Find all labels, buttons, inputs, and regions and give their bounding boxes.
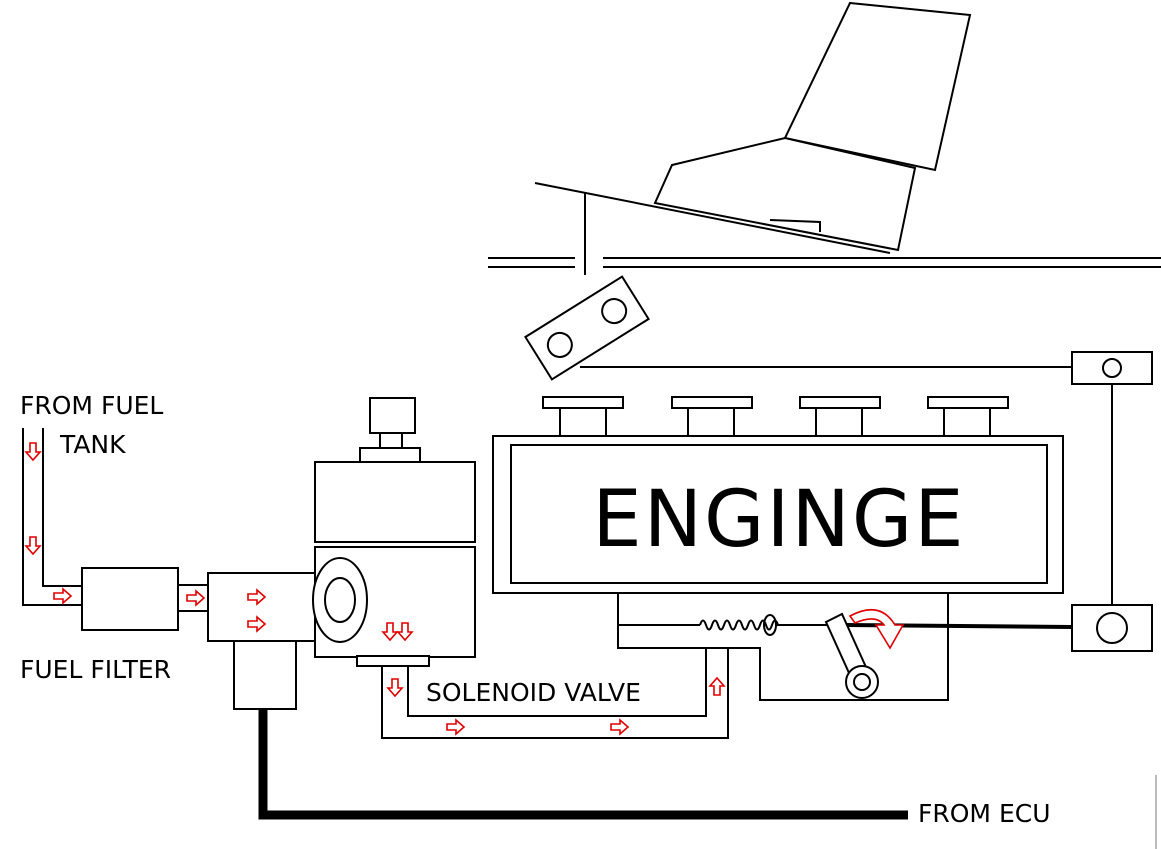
injection-pump <box>207 397 476 710</box>
throttle-mechanism <box>618 608 1073 699</box>
rotation-arrow-icon <box>848 608 905 650</box>
flow-arrow-icon <box>708 676 726 696</box>
ecu-wire: FROM ECU <box>258 709 1051 828</box>
flow-arrows <box>24 442 726 736</box>
flow-arrow-icon <box>247 615 267 633</box>
flow-arrow-icon <box>446 718 466 736</box>
engine-block: ENGINGE <box>492 396 1064 701</box>
fuel-filter-label: FUEL FILTER <box>20 655 171 684</box>
fuel-filter: FUEL FILTER <box>20 567 209 684</box>
solenoid-valve-loop: SOLENOID VALVE <box>381 648 729 739</box>
pedal-linkage-plate <box>524 275 650 381</box>
flow-arrow-icon <box>186 589 206 607</box>
flow-arrow-icon <box>381 622 399 642</box>
flow-arrow-icon <box>396 622 414 642</box>
flow-arrow-icon <box>24 536 42 556</box>
flow-arrow-icon <box>247 588 267 606</box>
from-fuel-tank-label-line2: TANK <box>59 430 126 459</box>
throttle-linkage <box>580 351 1153 652</box>
spring-icon <box>699 614 779 636</box>
from-ecu-label: FROM ECU <box>918 799 1051 828</box>
flow-arrow-icon <box>386 678 404 698</box>
fuel-inlet-pipe: FROM FUEL TANK <box>20 391 163 606</box>
flow-arrow-icon <box>24 442 42 462</box>
accelerator-pedal <box>534 1 972 275</box>
solenoid-valve-label: SOLENOID VALVE <box>426 678 641 707</box>
floor-panel <box>488 257 1161 268</box>
engine-intake-ports <box>542 396 1009 439</box>
flow-arrow-icon <box>53 587 73 605</box>
engine-label: ENGINGE <box>592 475 965 565</box>
flow-arrow-icon <box>610 718 630 736</box>
from-fuel-tank-label-line1: FROM FUEL <box>20 391 163 420</box>
throttle-lever <box>824 612 879 699</box>
